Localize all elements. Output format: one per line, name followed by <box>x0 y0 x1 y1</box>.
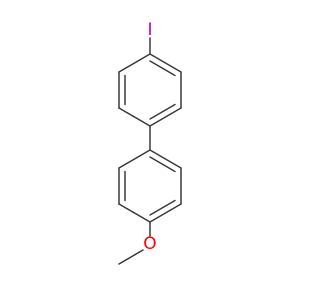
double-bond-inner <box>149 199 176 216</box>
bond <box>118 53 151 73</box>
bond <box>149 203 182 223</box>
structure-diagram: I O <box>118 20 182 265</box>
lower-benzene-ring <box>118 149 182 223</box>
bond <box>149 53 182 73</box>
bond <box>149 107 182 127</box>
upper-benzene-ring <box>118 53 182 127</box>
bond <box>149 149 182 169</box>
bond <box>118 107 151 127</box>
oxygen-atom-label: O <box>143 234 156 254</box>
double-bond-inner <box>149 60 176 77</box>
double-bond-inner <box>149 156 176 173</box>
bond <box>118 149 151 169</box>
bond <box>118 203 151 223</box>
double-bond-inner <box>149 103 176 120</box>
iodine-atom-label: I <box>147 20 152 40</box>
bond-o-ch3 <box>118 249 144 265</box>
